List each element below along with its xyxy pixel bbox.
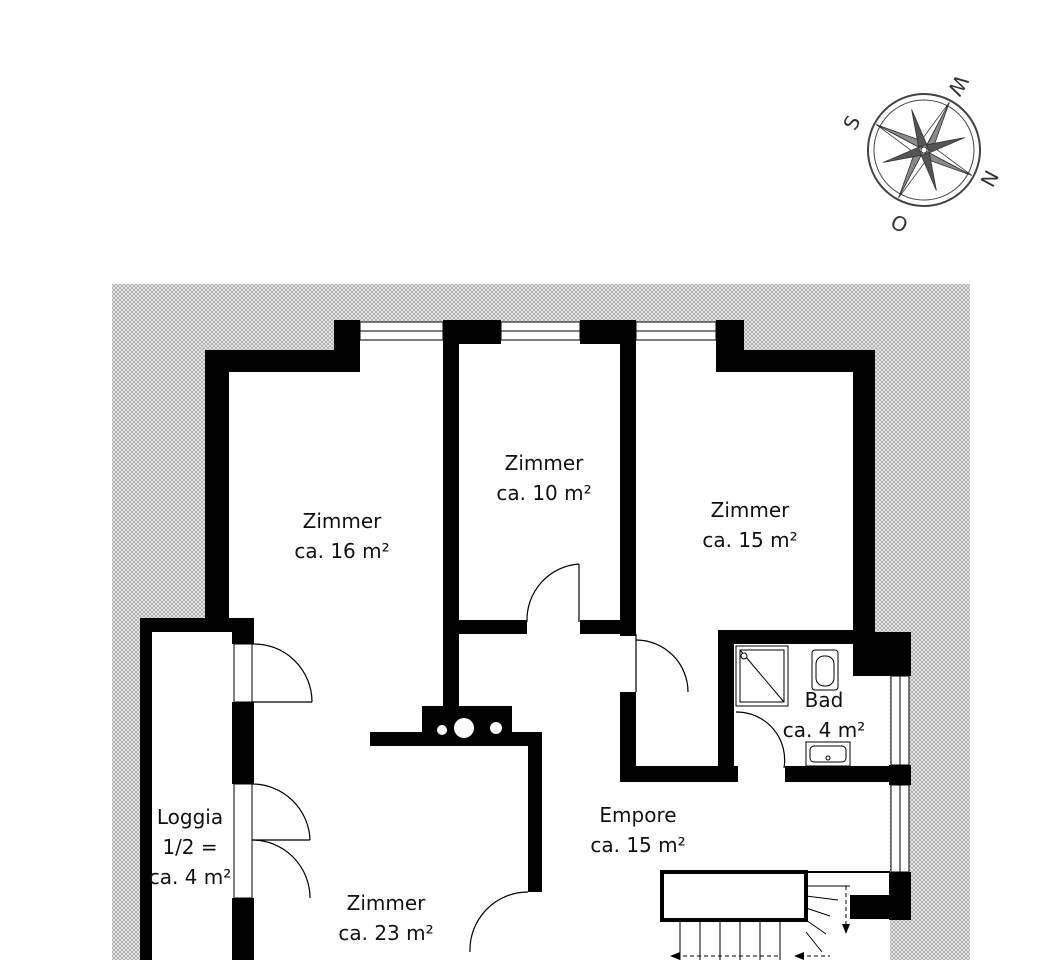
room-label-zimmer-23: Zimmer ca. 23 m² — [326, 888, 446, 948]
room-area: ca. 4 m² — [782, 718, 866, 742]
room-name: Zimmer — [302, 509, 382, 533]
stair-well — [660, 870, 890, 960]
room-label-loggia: Loggia 1/2 = ca. 4 m² — [140, 802, 240, 892]
loggia-floor — [150, 630, 234, 960]
compass-letter-s: S — [838, 111, 865, 133]
right-windows — [890, 675, 910, 873]
chimney-flues — [437, 718, 502, 738]
room-area: ca. 10 m² — [496, 481, 592, 505]
room-area: ca. 23 m² — [338, 921, 434, 945]
compass-rose — [867, 93, 981, 207]
room-label-bad: Bad ca. 4 m² — [774, 685, 874, 745]
room-area: ca. 16 m² — [294, 539, 390, 563]
room-label-zimmer-10: Zimmer ca. 10 m² — [484, 448, 604, 508]
walls — [140, 320, 911, 960]
loggia-line-3: ca. 4 m² — [148, 865, 232, 889]
compass-letter-w: W — [943, 71, 974, 100]
compass-letter-n: N — [976, 166, 1004, 190]
loggia-openings — [233, 643, 253, 899]
room-name: Zimmer — [710, 498, 790, 522]
room-name: Zimmer — [504, 451, 584, 475]
compass-letter-o: O — [887, 210, 912, 239]
room-area: ca. 15 m² — [702, 528, 798, 552]
room-label-empore: Empore ca. 15 m² — [578, 800, 698, 860]
door-swings — [251, 563, 786, 953]
top-windows — [359, 321, 717, 341]
room-name: Zimmer — [346, 891, 426, 915]
floor-area — [228, 340, 890, 960]
bath-fixtures — [735, 645, 851, 767]
room-name: Bad — [804, 688, 844, 712]
loggia-line-2: 1/2 = — [162, 835, 218, 859]
room-area: ca. 15 m² — [590, 833, 686, 857]
room-label-zimmer-15: Zimmer ca. 15 m² — [690, 495, 810, 555]
room-name: Empore — [599, 803, 677, 827]
loggia-line-1: Loggia — [156, 805, 224, 829]
room-label-zimmer-16: Zimmer ca. 16 m² — [282, 506, 402, 566]
